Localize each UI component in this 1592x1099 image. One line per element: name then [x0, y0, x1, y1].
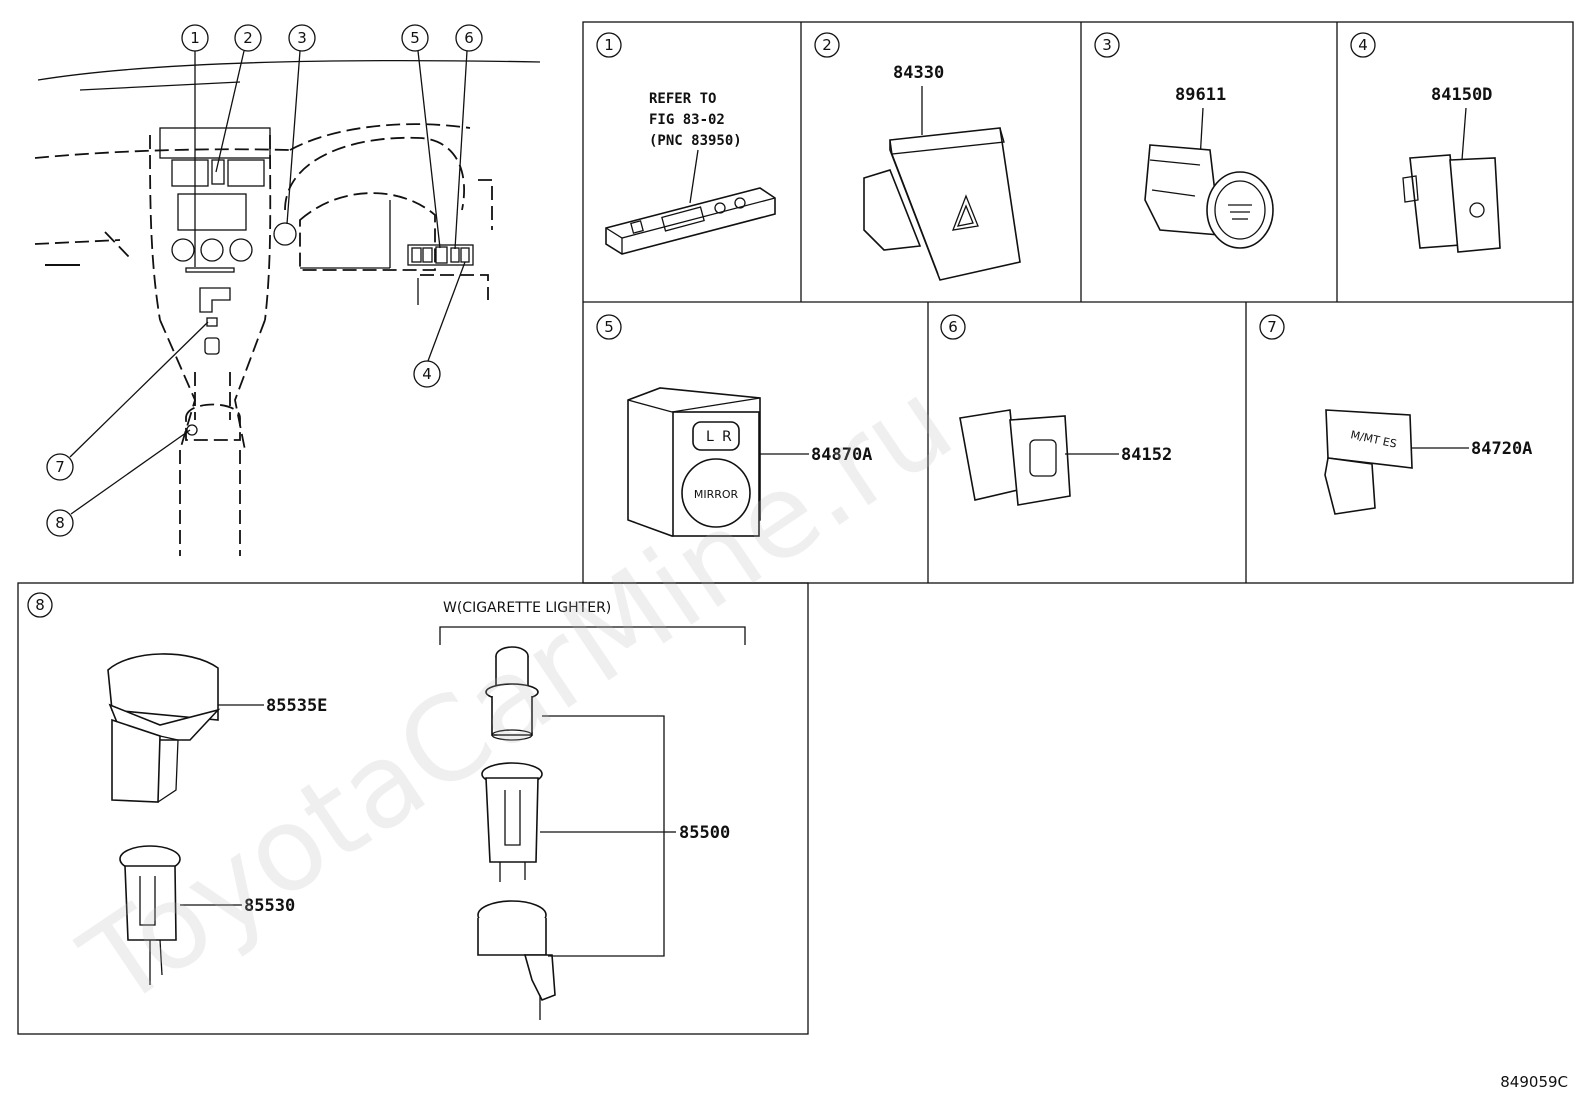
cell-6-number: 6	[948, 318, 958, 336]
part-label-84720A: 84720A	[1471, 439, 1532, 459]
cell-3-number: 3	[1102, 36, 1112, 54]
push-start-switch	[1144, 144, 1274, 249]
mirror-label: MIRROR	[694, 488, 739, 501]
cell-1: 1 REFER TO FIG 83-02 (PNC 83950)	[596, 32, 776, 255]
cell-1-number: 1	[604, 36, 614, 54]
headlamp-cleaner-switch	[1402, 154, 1501, 253]
dashboard-overview	[34, 59, 541, 556]
cell-2-number: 2	[822, 36, 832, 54]
part-label-84150D: 84150D	[1431, 85, 1492, 105]
part-label-85530: 85530	[244, 896, 295, 916]
callout-1-label: 1	[190, 29, 200, 47]
callout-2: 2	[215, 24, 262, 173]
cigarette-lighter-socket	[481, 762, 543, 882]
seat-heater-switch	[959, 409, 1071, 506]
accessory-socket	[119, 845, 181, 985]
eco-switch: M/MT ES	[1324, 409, 1413, 515]
part-grid	[582, 21, 1574, 584]
cell-8: 8 W(CIGARETTE LIGHTER) 85535E 85530	[17, 582, 809, 1035]
callout-3: 3	[286, 24, 316, 225]
refer-note-line-1: REFER TO	[649, 91, 716, 107]
mirror-left-label: L	[706, 429, 714, 445]
callout-6-label: 6	[464, 29, 474, 47]
cell-4-number: 4	[1358, 36, 1368, 54]
drawing-number: 849059C	[1500, 1073, 1568, 1091]
hazard-switch	[863, 127, 1021, 281]
part-label-89611: 89611	[1175, 85, 1226, 105]
cell-4: 4 84150D	[1350, 32, 1501, 253]
cell-6: 6 84152	[940, 314, 1172, 506]
cell-7: 7 M/MT ES 84720A	[1259, 314, 1532, 515]
shift-knob-switch	[107, 653, 221, 803]
mirror-switch: L R MIRROR	[627, 387, 761, 537]
part-label-85500: 85500	[679, 823, 730, 843]
cigarette-lighter-socket-housing	[477, 900, 556, 1020]
callout-7: 7	[46, 321, 209, 481]
callout-5: 5	[401, 24, 441, 249]
part-label-84870A: 84870A	[811, 445, 872, 465]
callout-6: 6	[454, 24, 483, 250]
callout-5-label: 5	[410, 29, 420, 47]
cell-2: 2 84330	[814, 32, 1021, 281]
cigarette-lighter-plug	[485, 646, 539, 741]
callout-4: 4	[413, 261, 466, 388]
callout-markers: 1 2 3 5 6 4 7	[46, 24, 483, 537]
part-label-84330: 84330	[893, 63, 944, 83]
cell-8-number: 8	[35, 596, 45, 614]
callout-8-label: 8	[55, 514, 65, 532]
callout-8: 8	[46, 429, 191, 537]
mirror-right-label: R	[722, 429, 732, 445]
climate-control-panel	[605, 187, 776, 255]
cell-7-number: 7	[1267, 318, 1277, 336]
part-label-84152: 84152	[1121, 445, 1172, 465]
cell-5-number: 5	[604, 318, 614, 336]
refer-note-line-3: (PNC 83950)	[649, 133, 742, 149]
cell-5: 5 L R MIRROR 84870A	[596, 314, 872, 537]
cigarette-lighter-group-label: W(CIGARETTE LIGHTER)	[443, 600, 611, 616]
part-label-85535E: 85535E	[266, 696, 327, 716]
callout-1: 1	[181, 24, 209, 267]
cell-3: 3 89611	[1094, 32, 1274, 249]
callout-3-label: 3	[297, 29, 307, 47]
callout-7-label: 7	[55, 458, 65, 476]
callout-4-label: 4	[422, 365, 432, 383]
callout-2-label: 2	[243, 29, 253, 47]
refer-note-line-2: FIG 83-02	[649, 112, 725, 128]
